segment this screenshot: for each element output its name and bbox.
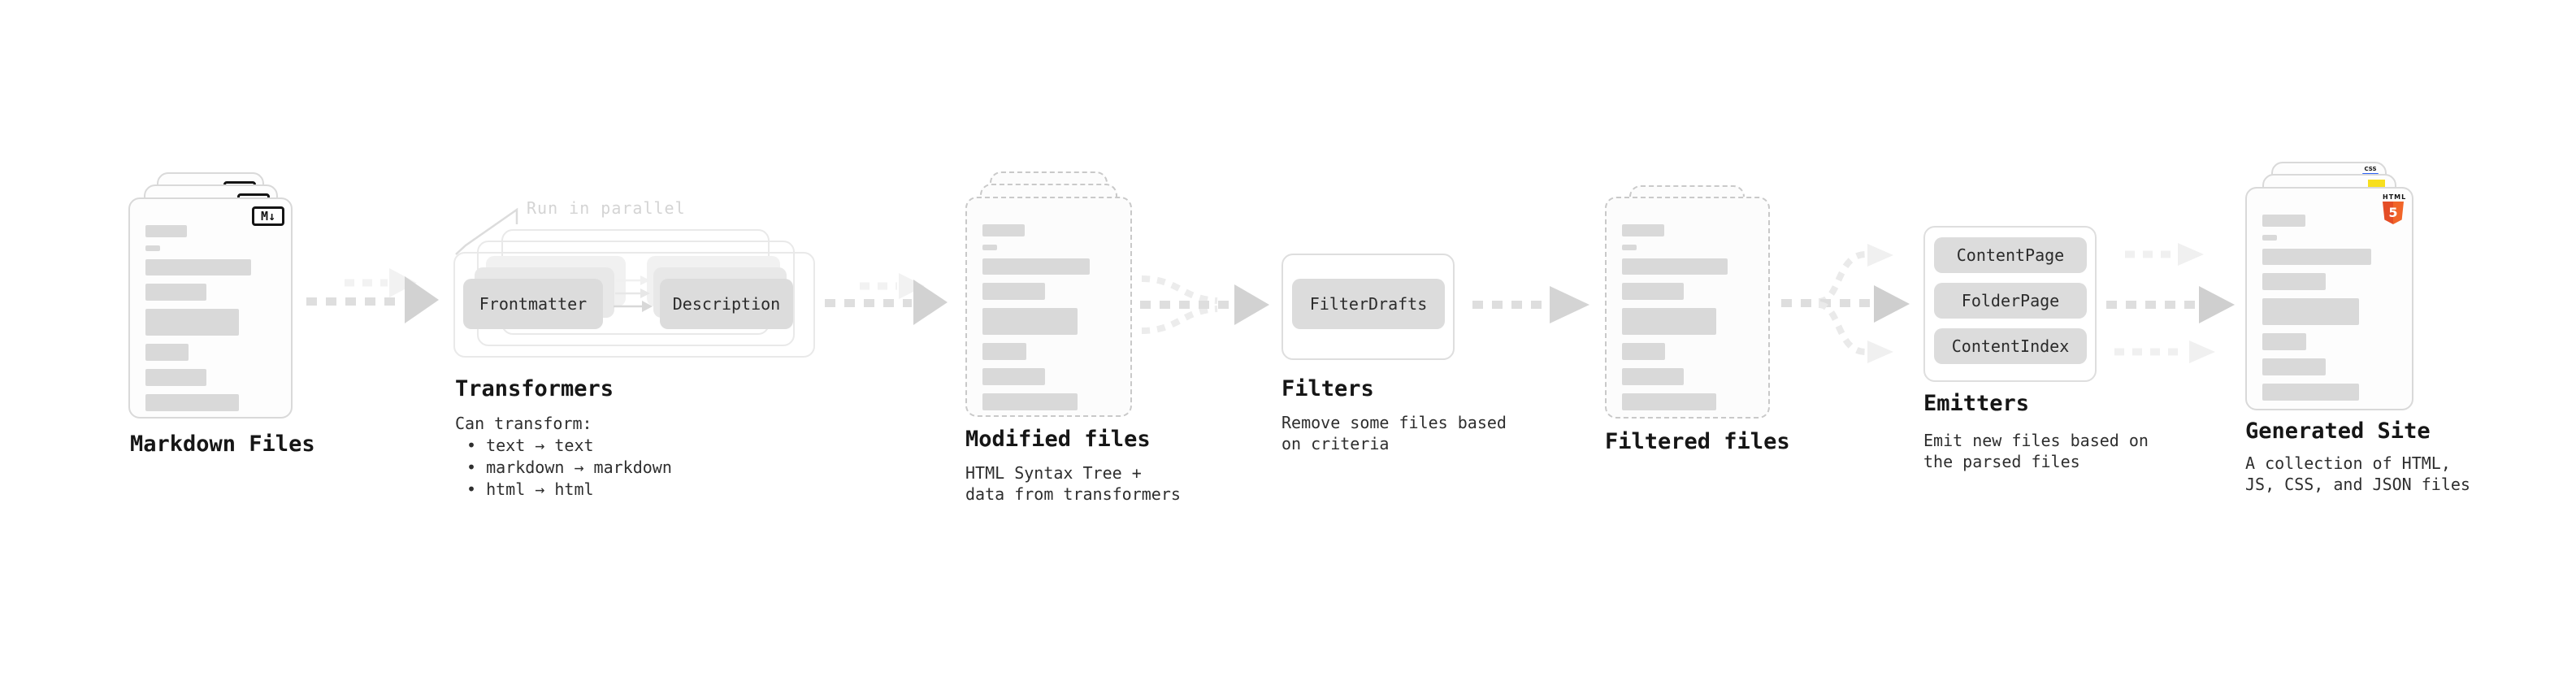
placeholder-bar [2262,273,2326,290]
transformers-description: Can transform: • text → text • markdown … [455,413,672,501]
file-card-front: HTML 5 [2245,187,2413,410]
filters-description: Remove some files based on criteria [1281,413,1507,453]
stage-title-filtered-files: Filtered files [1605,429,1790,454]
placeholder-bar [2262,249,2371,265]
placeholder-bar [982,308,1078,335]
arrow-transformers-to-modified [825,273,948,325]
transformer-run-box-front [453,252,815,358]
stage-title-filters: Filters [1281,376,1374,401]
run-in-parallel-note: Run in parallel [527,198,686,218]
placeholder-bar [1622,258,1728,275]
placeholder-bar [982,343,1026,360]
html5-icon-shield: 5 [2383,202,2404,224]
arrow-emitters-to-generated [2106,243,2235,363]
placeholder-bar [2262,235,2278,241]
contentindex-chip: ContentIndex [1934,328,2087,364]
placeholder-bar [2262,358,2326,375]
placeholder-bar [982,283,1045,300]
placeholder-bar [145,284,207,301]
placeholder-bar [2262,215,2305,227]
document-placeholder-lines [1622,224,1753,410]
bullet-item: • markdown → markdown [466,458,672,477]
placeholder-bar [145,259,251,275]
placeholder-bar [2262,384,2359,401]
html5-icon-word: HTML [2383,193,2407,201]
placeholder-bar [2262,298,2359,325]
placeholder-bar [1622,368,1684,385]
placeholder-bar [982,224,1026,236]
placeholder-bar [145,225,188,237]
placeholder-bar [1622,224,1664,236]
filterdrafts-chip: FilterDrafts [1292,279,1445,329]
placeholder-bar [145,394,240,411]
placeholder-bar [145,369,207,386]
placeholder-bar [145,309,240,336]
html5-icon: HTML 5 [2383,193,2407,224]
placeholder-bar [1622,393,1716,410]
placeholder-bar [1622,308,1716,335]
html5-icon-digit: 5 [2388,205,2398,220]
placeholder-bar [982,368,1045,385]
contentpage-chip: ContentPage [1934,237,2087,273]
stage-title-modified-files: Modified files [965,427,1151,452]
file-card-front [965,197,1132,417]
stage-title-transformers: Transformers [455,376,614,401]
arrow-filters-to-filtered [1472,286,1589,323]
placeholder-bar [1622,343,1666,360]
placeholder-bar [145,245,160,251]
frontmatter-chip: Frontmatter [463,279,603,329]
placeholder-bar [982,393,1078,410]
placeholder-bar [982,245,997,250]
placeholder-bar [1622,283,1684,300]
css-icon-word: CSS [2364,166,2377,172]
generated-site-description: A collection of HTML, JS, CSS, and JSON … [2245,453,2470,494]
arrow-filtered-to-emitters-split [1781,244,1910,363]
desc-heading: Can transform: [455,414,592,433]
placeholder-bar [1622,245,1637,250]
file-card-front: M↓ [128,197,293,419]
folderpage-chip: FolderPage [1934,283,2087,319]
description-chip: Description [660,279,793,329]
document-placeholder-lines [145,225,275,411]
stage-title-generated-site: Generated Site [2245,419,2431,444]
stage-title-markdown-files: Markdown Files [130,432,315,457]
bullet-item: • html → html [466,479,594,499]
arrow-markdown-to-transformers [306,268,439,323]
document-placeholder-lines [2262,215,2396,401]
modified-files-description: HTML Syntax Tree + data from transformer… [965,463,1181,504]
document-placeholder-lines [982,224,1115,410]
placeholder-bar [2262,333,2307,350]
arrow-modified-to-filters-merge [1140,275,1269,334]
placeholder-bar [982,258,1091,275]
bullet-item: • text → text [466,436,594,455]
stage-title-emitters: Emitters [1923,391,2030,416]
placeholder-bar [145,344,189,361]
markdown-icon: M↓ [252,206,284,226]
emitters-description: Emit new files based on the parsed files [1923,431,2149,471]
file-card-front [1605,197,1770,419]
